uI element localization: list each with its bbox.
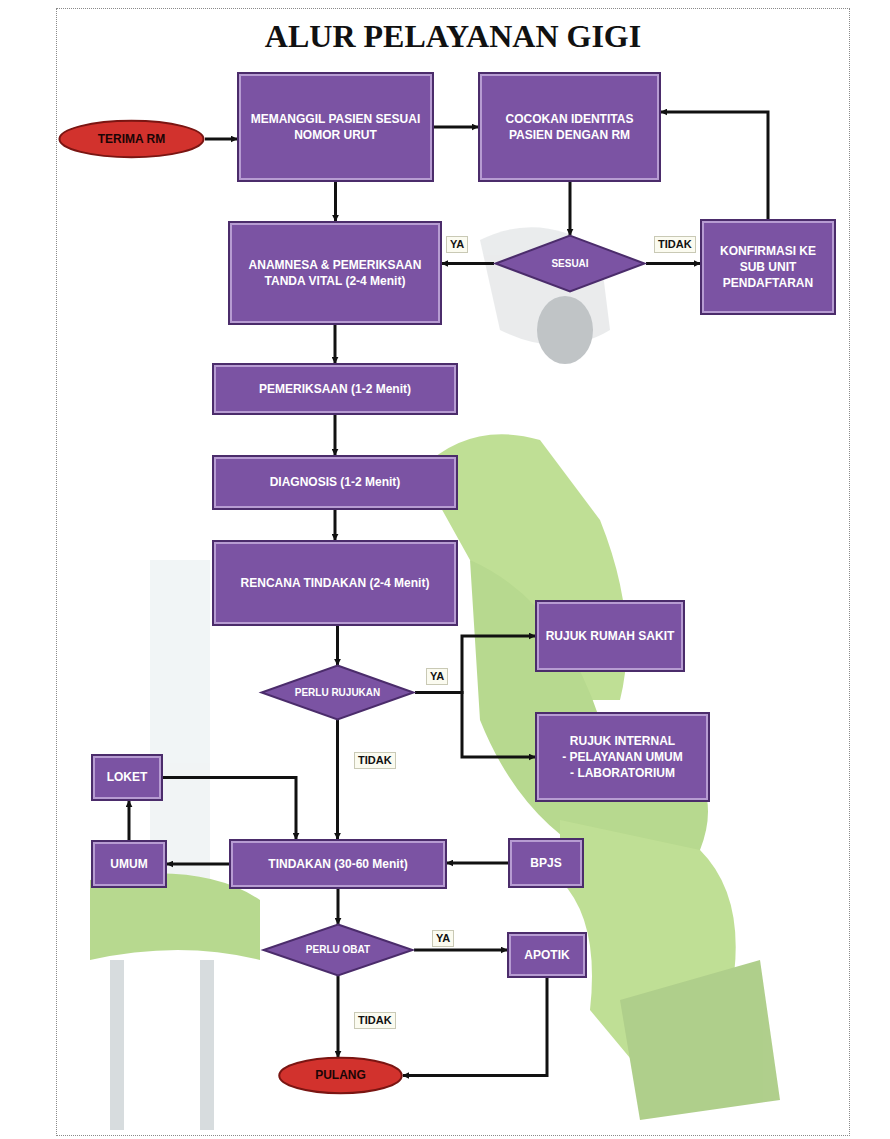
node-text: TERIMA RM bbox=[98, 131, 166, 147]
node-text: RENCANA TINDAKAN (2-4 Menit) bbox=[241, 575, 430, 591]
flow-arrow bbox=[167, 863, 229, 866]
process-box: DIAGNOSIS (1-2 Menit) bbox=[212, 455, 458, 510]
flow-arrow bbox=[128, 801, 131, 840]
flow-arrow bbox=[442, 262, 494, 265]
node-text: - PELAYANAN UMUM bbox=[562, 749, 682, 765]
diamond-fill bbox=[264, 925, 413, 976]
decision-diamond: PERLU OBAT bbox=[262, 924, 414, 976]
diagram-title: ALUR PELAYANAN GIGI bbox=[60, 18, 846, 55]
node-text: RUJUK RUMAH SAKIT bbox=[546, 628, 675, 644]
node-text: APOTIK bbox=[524, 947, 569, 963]
process-box: UMUM bbox=[91, 840, 167, 888]
node-text: DIAGNOSIS (1-2 Menit) bbox=[270, 474, 401, 490]
decision-diamond: SESUAI bbox=[494, 235, 646, 292]
node-text: LOKET bbox=[107, 769, 148, 785]
flow-arrow bbox=[434, 126, 478, 129]
decision-diamond: PERLU RUJUKAN bbox=[260, 665, 415, 720]
flow-arrow bbox=[415, 636, 535, 693]
diamond-fill bbox=[496, 236, 645, 292]
edge-label: YA bbox=[446, 236, 468, 253]
process-box: LOKET bbox=[91, 754, 163, 801]
node-text: TINDAKAN (30-60 Menit) bbox=[268, 856, 407, 872]
flow-arrow bbox=[163, 778, 296, 840]
node-text: ANAMNESA & PEMERIKSAAN TANDA VITAL (2-4 … bbox=[238, 257, 432, 289]
chair-back bbox=[470, 560, 708, 860]
flow-arrow bbox=[336, 720, 339, 839]
process-box: TINDAKAN (30-60 Menit) bbox=[229, 839, 447, 889]
edge-label: TIDAK bbox=[654, 236, 696, 253]
oval-fill bbox=[59, 121, 203, 157]
flow-arrow bbox=[336, 626, 339, 665]
oval-fill bbox=[279, 1058, 402, 1094]
instrument-rod bbox=[110, 960, 124, 1130]
process-box: ANAMNESA & PEMERIKSAAN TANDA VITAL (2-4 … bbox=[228, 221, 442, 325]
process-box: COCOKAN IDENTITAS PASIEN DENGAN RM bbox=[478, 72, 661, 182]
node-text: MEMANGGIL PASIEN SESUAI NOMOR URUT bbox=[247, 111, 424, 143]
node-text: SESUAI bbox=[551, 257, 588, 271]
node-text: PERLU RUJUKAN bbox=[295, 686, 381, 700]
process-box: RUJUK RUMAH SAKIT bbox=[535, 600, 685, 672]
process-box: APOTIK bbox=[507, 932, 587, 978]
flow-arrow bbox=[205, 138, 237, 141]
process-box: RENCANA TINDAKAN (2-4 Menit) bbox=[212, 540, 458, 626]
flow-arrow bbox=[661, 112, 768, 219]
edge-label: YA bbox=[432, 930, 454, 947]
instrument-rod bbox=[200, 960, 214, 1130]
node-text: RUJUK INTERNAL bbox=[570, 733, 675, 749]
process-box: PEMERIKSAAN (1-2 Menit) bbox=[212, 363, 458, 415]
terminal-oval: PULANG bbox=[278, 1057, 403, 1094]
flow-arrow bbox=[337, 976, 340, 1057]
node-text: COCOKAN IDENTITAS PASIEN DENGAN RM bbox=[488, 111, 651, 143]
node-text: PERLU OBAT bbox=[306, 943, 370, 957]
flow-arrow bbox=[415, 693, 535, 758]
flow-arrow bbox=[334, 182, 337, 221]
node-text: - LABORATORIUM bbox=[570, 765, 675, 781]
node-text: KONFIRMASI KE SUB UNIT PENDAFTARAN bbox=[710, 243, 826, 292]
edge-label: TIDAK bbox=[354, 1012, 396, 1029]
flow-arrow bbox=[646, 262, 700, 265]
dental-chair bbox=[90, 227, 780, 1130]
chair-leg-rest bbox=[620, 960, 780, 1120]
flow-arrow bbox=[337, 889, 340, 924]
node-text: PULANG bbox=[315, 1067, 366, 1083]
edge-label: TIDAK bbox=[354, 752, 396, 769]
terminal-oval: TERIMA RM bbox=[58, 120, 205, 158]
flow-arrow bbox=[334, 325, 337, 363]
process-box: BPJS bbox=[508, 838, 584, 888]
flow-arrow bbox=[414, 949, 507, 952]
edge-label: YA bbox=[426, 668, 448, 685]
process-box: MEMANGGIL PASIEN SESUAI NOMOR URUT bbox=[237, 72, 434, 182]
lamp-head bbox=[537, 296, 593, 364]
node-text: PEMERIKSAAN (1-2 Menit) bbox=[259, 381, 411, 397]
node-text: UMUM bbox=[110, 856, 147, 872]
process-box: RUJUK INTERNAL- PELAYANAN UMUM- LABORATO… bbox=[535, 712, 710, 802]
node-text: BPJS bbox=[530, 855, 561, 871]
flow-arrow bbox=[403, 978, 547, 1076]
diamond-fill bbox=[262, 666, 414, 720]
flow-arrow bbox=[334, 510, 337, 540]
flow-arrow bbox=[569, 182, 572, 235]
flow-arrow bbox=[447, 862, 508, 865]
flow-arrow bbox=[334, 415, 337, 455]
process-box: KONFIRMASI KE SUB UNIT PENDAFTARAN bbox=[700, 219, 836, 315]
